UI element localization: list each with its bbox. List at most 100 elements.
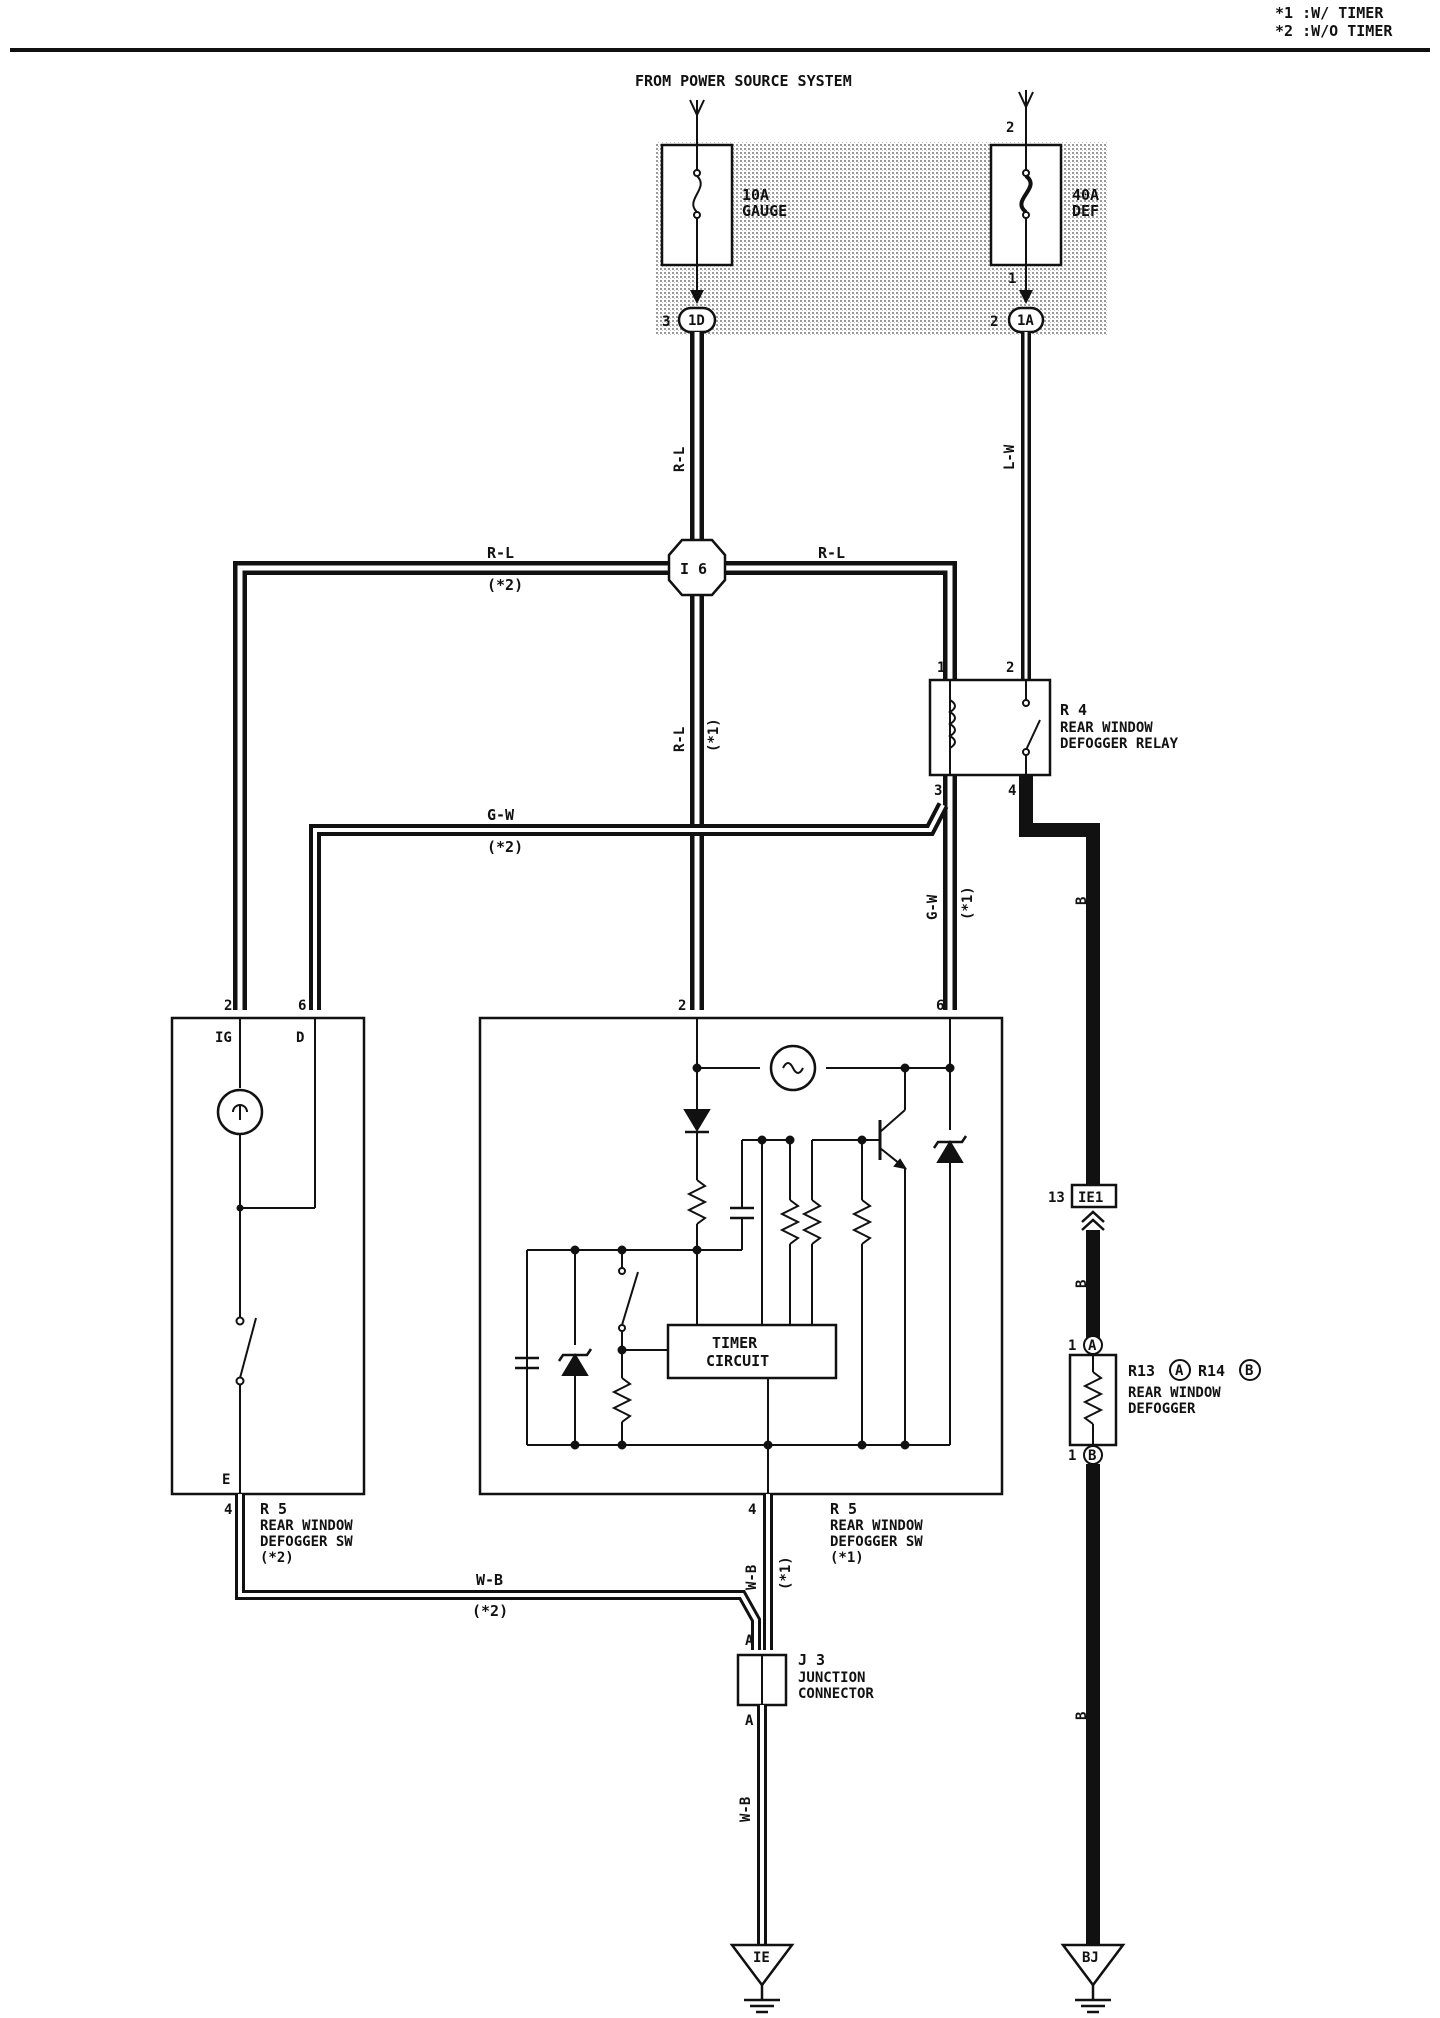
ground-ie: [729, 1943, 795, 2014]
relay-pin-4: 4: [1008, 783, 1016, 799]
wire-r-l-horizontal: [233, 561, 957, 1010]
fuse2-arrowhead: [1019, 290, 1033, 304]
relay-pin-1: 1: [937, 660, 945, 676]
switch-timer-line3: (*1): [830, 1550, 864, 1566]
connector-1a-pin: 2: [990, 314, 998, 330]
wire-label-w-b-timer: W-B: [744, 1565, 760, 1590]
ground-bj: [1060, 1943, 1126, 2014]
j3-id: J 3: [798, 1651, 825, 1669]
wire-label-r-l-mid-note: (*1): [706, 718, 722, 752]
switch-no-timer-line2: DEFOGGER SW: [260, 1534, 353, 1550]
j3-line1: JUNCTION: [798, 1670, 865, 1686]
fuse1-name: GAUGE: [742, 202, 787, 220]
wire-label-r-l-left: R-L: [487, 544, 514, 562]
wire-label-w-b-left-note: (*2): [472, 1602, 508, 1620]
defogger-pin-b-label: B: [1088, 1448, 1096, 1464]
connector-1d-pin: 3: [662, 314, 670, 330]
relay-name-1: REAR WINDOW: [1060, 720, 1153, 736]
wire-label-w-b-timer-note: (*1): [778, 1556, 794, 1590]
wire-label-r-l-left-note: (*2): [487, 576, 523, 594]
legend-line-2: *2 :W/O TIMER: [1275, 22, 1393, 40]
switch-timer-pin-gnd: 4: [748, 1502, 756, 1518]
timer-circuit-block: [666, 1323, 838, 1380]
wire-label-w-b-left: W-B: [476, 1571, 503, 1589]
wire-label-b-1: B: [1074, 897, 1090, 905]
switch-timer-id: R 5: [830, 1500, 857, 1518]
wire-label-w-b-bottom: W-B: [738, 1797, 754, 1822]
defogger-id-a-circle: [1169, 1359, 1191, 1381]
defogger-name-1: REAR WINDOW: [1128, 1385, 1221, 1401]
power-source-label: FROM POWER SOURCE SYSTEM: [635, 72, 852, 90]
switch-no-timer-line3: (*2): [260, 1550, 294, 1566]
switch-no-timer-pin-d: 6: [298, 998, 306, 1014]
wire-label-g-w: G-W: [487, 806, 515, 824]
junction-i6-label: I 6: [680, 560, 707, 578]
fuse-def: [989, 143, 1063, 267]
switch-no-timer-line1: REAR WINDOW: [260, 1518, 353, 1534]
switch-no-timer-term-e: E: [222, 1472, 230, 1488]
fuse2-name: DEF: [1072, 202, 1099, 220]
switch-no-timer-term-ig: IG: [215, 1030, 232, 1046]
defogger-pin-bottom: 1: [1068, 1448, 1076, 1464]
wire-label-g-w-vert-note: (*1): [960, 886, 976, 920]
defogger-pin-a-label: A: [1088, 1338, 1097, 1354]
defogger-id-a: A: [1175, 1363, 1184, 1379]
relay-pin-3: 3: [934, 783, 942, 799]
switch-no-timer-box: [170, 1016, 366, 1496]
switch-timer-pin-in: 2: [678, 998, 686, 1014]
ground-bj-label: BJ: [1082, 1950, 1099, 1966]
relay-pin-2: 2: [1006, 660, 1014, 676]
switch-timer-line2: DEFOGGER SW: [830, 1534, 923, 1550]
wire-label-r-l-mid: R-L: [672, 727, 688, 752]
j3-pin-top: A: [745, 1633, 754, 1649]
connector-1a-label: 1A: [1017, 313, 1034, 329]
wire-label-b-3: B: [1074, 1712, 1090, 1720]
j3-line2: CONNECTOR: [798, 1686, 874, 1702]
wire-label-r-l-right: R-L: [818, 544, 845, 562]
junction-i6: [667, 538, 727, 597]
wire-label-g-w-vert: G-W: [925, 894, 941, 920]
wire-label-l-w: L-W: [1002, 444, 1018, 470]
relay-id: R 4: [1060, 701, 1087, 719]
fuse-gauge: [660, 143, 734, 267]
defogger-id: R13: [1128, 1362, 1155, 1380]
connector-ie1: [1070, 1183, 1118, 1209]
defogger-name-2: DEFOGGER: [1128, 1401, 1196, 1417]
relay-name-2: DEFOGGER RELAY: [1060, 736, 1179, 752]
switch-no-timer-pin-e: 4: [224, 1502, 232, 1518]
timer-circuit-line2: CIRCUIT: [706, 1352, 769, 1370]
fuse2-amp: 40A: [1072, 186, 1099, 204]
defogger-pin-top: 1: [1068, 1338, 1076, 1354]
fuse1-amp: 10A: [742, 186, 769, 204]
legend-line-1: *1 :W/ TIMER: [1275, 4, 1384, 22]
fuse1-arrowhead: [690, 290, 704, 304]
wire-w-b-left: [235, 1494, 761, 1650]
switch-no-timer-id: R 5: [260, 1500, 287, 1518]
j3-pin-bottom: A: [745, 1713, 754, 1729]
defogger-id2: R14: [1198, 1362, 1225, 1380]
defogger-body: [1068, 1353, 1118, 1447]
connector-ie1-label: IE1: [1078, 1190, 1103, 1206]
switch-no-timer-term-d: D: [296, 1030, 304, 1046]
wire-label-r-l-top: R-L: [672, 447, 688, 472]
timer-circuit-line1: TIMER: [712, 1334, 758, 1352]
defogger-id-b-circle: [1239, 1359, 1261, 1381]
power-arrow-1: [689, 99, 705, 145]
switch-timer-box: [478, 1016, 1004, 1496]
switch-timer-line1: REAR WINDOW: [830, 1518, 923, 1534]
connector-ie1-pin: 13: [1048, 1190, 1065, 1206]
wire-b-top: [1019, 775, 1100, 1185]
fuse2-in-pin: 2: [1006, 120, 1014, 136]
relay-r4: [928, 678, 1052, 777]
power-arrow-2: [1018, 90, 1034, 145]
connector-1d-label: 1D: [688, 313, 705, 329]
fuse2-out-pin: 1: [1008, 271, 1016, 287]
connector-ie1-chevrons: [1081, 1210, 1105, 1231]
wire-label-g-w-note: (*2): [487, 838, 523, 856]
wire-label-b-2: B: [1074, 1280, 1090, 1288]
switch-no-timer-pin-ig: 2: [224, 998, 232, 1014]
defogger-id-b: B: [1245, 1363, 1253, 1379]
wire-g-w: [309, 802, 949, 1010]
ground-ie-label: IE: [753, 1950, 770, 1966]
